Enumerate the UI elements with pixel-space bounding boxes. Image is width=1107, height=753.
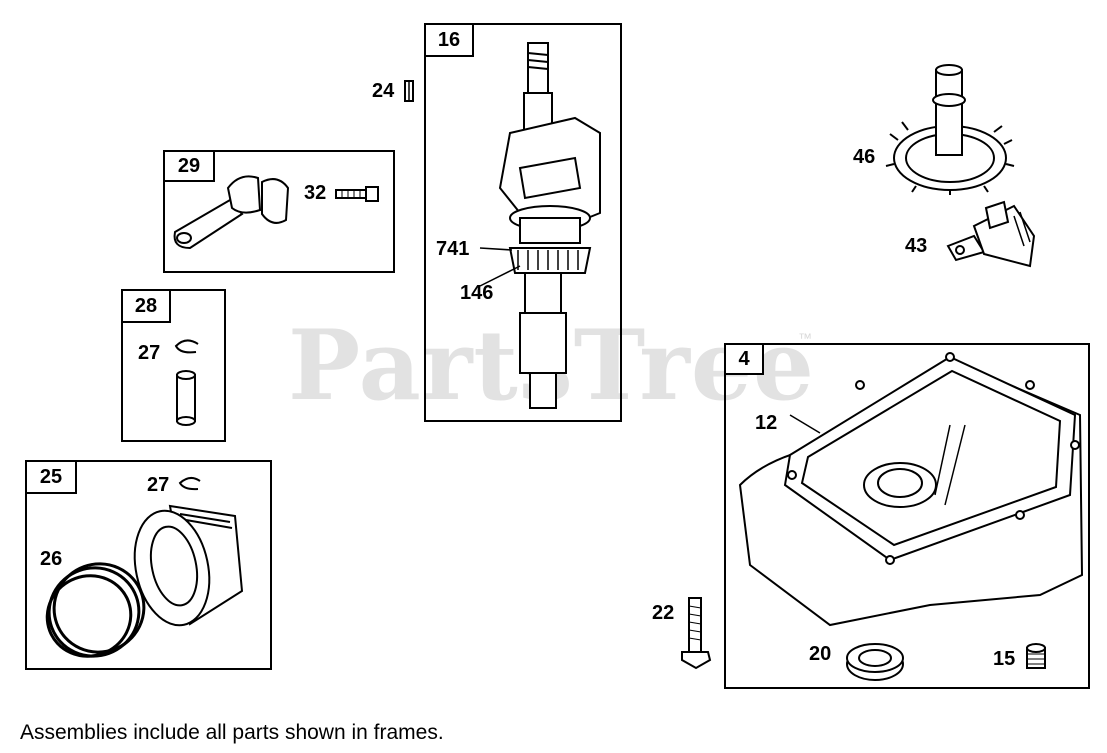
- frame-25[interactable]: 25: [25, 460, 272, 670]
- part-label-12[interactable]: 12: [755, 412, 778, 434]
- frame-28[interactable]: 28: [121, 289, 226, 442]
- crankcase-cover-icon[interactable]: [730, 345, 1084, 627]
- part-label-146[interactable]: 146: [460, 282, 494, 304]
- drain-plug-icon[interactable]: [1024, 642, 1048, 672]
- frame-25-tag: 25: [25, 460, 77, 494]
- part-label-27-in-25[interactable]: 27: [147, 474, 170, 496]
- piston-icon[interactable]: [130, 496, 250, 628]
- part-label-741[interactable]: 741: [436, 238, 470, 260]
- trademark-symbol: ™: [798, 330, 812, 346]
- part-label-27-in-28[interactable]: 27: [138, 342, 161, 364]
- retaining-ring-icon-2[interactable]: [176, 476, 206, 494]
- assemblies-caption: Assemblies include all parts shown in fr…: [20, 721, 444, 744]
- frame-28-tag: 28: [121, 289, 171, 323]
- frame-4[interactable]: 4: [724, 343, 1090, 689]
- part-label-26[interactable]: 26: [40, 548, 63, 570]
- frame-29[interactable]: 29: [163, 150, 395, 273]
- part-label-15[interactable]: 15: [993, 648, 1016, 670]
- key-icon[interactable]: [404, 80, 416, 104]
- part-label-20[interactable]: 20: [809, 643, 832, 665]
- governor-gear-icon[interactable]: [885, 60, 1016, 195]
- frame-16-tag: 16: [424, 23, 474, 57]
- frame-16[interactable]: 16: [424, 23, 622, 422]
- piston-pin-icon[interactable]: [174, 370, 198, 428]
- part-label-24[interactable]: 24: [372, 80, 395, 102]
- part-label-32[interactable]: 32: [304, 182, 327, 204]
- part-label-46[interactable]: 46: [853, 146, 876, 168]
- crankshaft-icon[interactable]: [479, 38, 620, 418]
- part-label-43[interactable]: 43: [905, 235, 928, 257]
- bolt-icon[interactable]: [334, 185, 380, 203]
- cover-bolt-icon[interactable]: [678, 594, 714, 674]
- governor-arm-icon[interactable]: [944, 196, 1040, 272]
- frame-29-tag: 29: [163, 150, 215, 182]
- oil-seal-icon[interactable]: [844, 640, 906, 682]
- part-label-22[interactable]: 22: [652, 602, 675, 624]
- connecting-rod-icon[interactable]: [170, 170, 300, 250]
- frame-4-tag: 4: [724, 343, 764, 375]
- retaining-ring-icon[interactable]: [170, 338, 204, 358]
